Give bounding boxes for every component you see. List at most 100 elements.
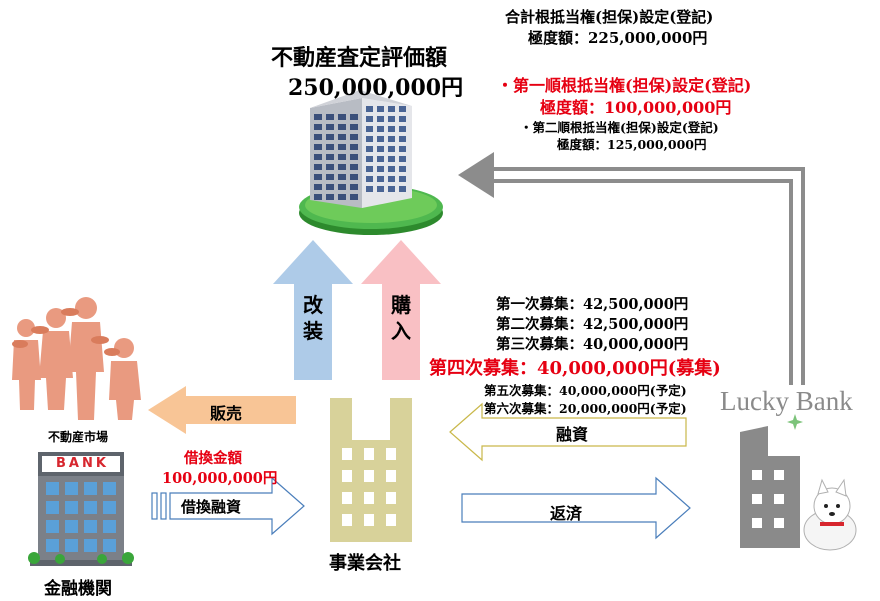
building-window [388, 176, 395, 182]
building-window [388, 166, 395, 172]
apartment-building-icon [299, 90, 443, 235]
building-window [314, 124, 322, 130]
building-window [388, 106, 395, 112]
lucky-bank-window [774, 494, 784, 504]
refinance-amount-value: 100,000,000円 [162, 470, 278, 487]
building-window [338, 134, 346, 140]
lucky-bank-logo: Lucky Bank [720, 386, 853, 416]
company-window [342, 492, 352, 504]
bank-window [103, 501, 116, 514]
company-window [364, 514, 374, 526]
lucky-bank-window [752, 518, 762, 528]
company-window [342, 470, 352, 482]
refinance-amount-label: 借換金額 [184, 450, 242, 467]
building-window [399, 106, 406, 112]
building-window [399, 156, 406, 162]
building-window [377, 176, 384, 182]
mortgage-second-label: ・第二順根抵当権(担保)設定(登記) [520, 120, 719, 135]
company-window [386, 470, 396, 482]
mortgage-first-label: ・第一順根抵当権(担保)設定(登記) [497, 76, 752, 95]
bank-window [103, 482, 116, 495]
bank-window [46, 539, 59, 552]
building-window [388, 136, 395, 142]
purchase-label-text: 購入 [391, 293, 411, 343]
company-window [386, 448, 396, 460]
building-window [377, 146, 384, 152]
lucky-bank-window [774, 470, 784, 480]
building-window [350, 154, 358, 160]
sell-label: 販売 [210, 404, 243, 423]
recruitment-round-3: 第三次募集：40,000,000円 [496, 336, 689, 353]
building-window [314, 174, 322, 180]
refinance-label: 借換融資 [181, 498, 242, 516]
company-window [342, 448, 352, 460]
bank-window [84, 520, 97, 533]
financing-arrow [449, 402, 687, 462]
logo-sparkle-icon [787, 414, 803, 430]
building-window [399, 116, 406, 122]
building-window [377, 166, 384, 172]
financing-label: 融資 [556, 425, 589, 444]
building-window [314, 144, 322, 150]
repayment-label: 返済 [550, 504, 583, 523]
market-label: 不動産市場 [48, 430, 109, 444]
recruitment-round-6: 第六次募集：20,000,000円(予定) [484, 401, 687, 416]
building-window [388, 186, 395, 192]
building-window [350, 124, 358, 130]
sell-arrow [148, 386, 296, 434]
building-window [326, 184, 334, 190]
building-window [314, 184, 322, 190]
bank-window [84, 539, 97, 552]
bank-building-icon [28, 452, 134, 566]
collateral-arrow [458, 152, 805, 385]
renovate-label: 改装 [302, 292, 324, 344]
building-window [366, 176, 373, 182]
bank-window [46, 501, 59, 514]
company-window [364, 448, 374, 460]
company-window [342, 514, 352, 526]
refinance-arrow [151, 476, 305, 536]
purchase-arrow [361, 240, 441, 380]
bank-window [103, 539, 116, 552]
building-window [350, 144, 358, 150]
purchase-label: 購入 [390, 292, 412, 344]
property-title: 不動産査定評価額 [271, 45, 448, 71]
building-window [366, 126, 373, 132]
building-window [366, 136, 373, 142]
company-label: 事業会社 [329, 553, 401, 574]
building-window [399, 136, 406, 142]
building-window [338, 164, 346, 170]
bank-window [65, 482, 78, 495]
building-window [388, 126, 395, 132]
people-holding-coins-icon [12, 297, 141, 420]
recruitment-round-4: 第四次募集：40,000,000円(募集) [429, 358, 721, 379]
recruitment-round-1: 第一次募集：42,500,000円 [496, 296, 689, 313]
building-window [377, 116, 384, 122]
lucky-bank-building-icon [740, 426, 800, 548]
company-window [364, 492, 374, 504]
building-window [366, 186, 373, 192]
mortgage-total-limit: 極度額：225,000,000円 [528, 29, 708, 47]
mortgage-total-label: 合計根抵当権(担保)設定(登記) [505, 8, 714, 26]
building-window [338, 154, 346, 160]
building-window [314, 194, 322, 200]
building-window [388, 146, 395, 152]
recruitment-round-2: 第二次募集：42,500,000円 [496, 316, 689, 333]
building-window [326, 124, 334, 130]
building-window [366, 116, 373, 122]
bank-window [103, 520, 116, 533]
building-window [338, 194, 346, 200]
recruitment-round-5: 第五次募集：40,000,000円(予定) [484, 383, 687, 398]
building-window [388, 116, 395, 122]
building-window [314, 154, 322, 160]
building-window [377, 106, 384, 112]
company-window [386, 514, 396, 526]
building-window [399, 176, 406, 182]
building-window [338, 144, 346, 150]
building-window [338, 174, 346, 180]
repayment-arrow [461, 476, 691, 540]
bank-window [84, 482, 97, 495]
company-building-icon [330, 398, 412, 542]
building-window [326, 154, 334, 160]
building-window [399, 166, 406, 172]
